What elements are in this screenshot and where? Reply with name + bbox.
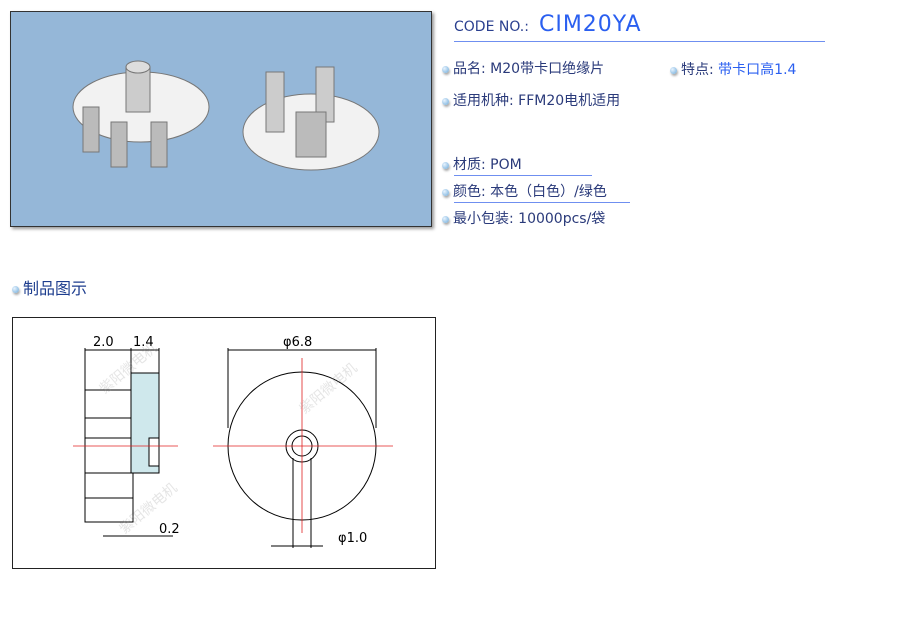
dim-0-2: 0.2 [159, 522, 180, 537]
bullet-icon [442, 97, 449, 105]
code-value: CIM20YA [538, 12, 642, 37]
code-label: CODE NO.: [454, 19, 529, 35]
spec-name: 品名: M20带卡口绝缘片 [442, 58, 604, 78]
dim-1-4: 1.4 [133, 335, 154, 350]
dim-inner-diameter: φ1.0 [338, 531, 367, 546]
divider [454, 175, 592, 176]
drawing-svg: 2.0 1.4 0.2 φ6.8 φ1.0 [73, 335, 393, 548]
divider [454, 202, 630, 203]
insulator-render [72, 60, 380, 171]
bullet-icon [670, 66, 677, 74]
bullet-icon [442, 188, 449, 196]
divider [454, 41, 825, 42]
technical-drawing: 2.0 1.4 0.2 φ6.8 φ1.0 紫阳微电机 紫阳微电机 紫阳微电机 [12, 317, 436, 569]
dim-2-0: 2.0 [93, 335, 114, 350]
bullet-icon [442, 161, 449, 169]
spec-feature: 特点: 带卡口高1.4 [670, 59, 796, 79]
product-photo [10, 11, 432, 227]
bullet-icon [442, 65, 449, 73]
spec-material: 材质: POM [442, 154, 522, 174]
spec-color: 颜色: 本色（白色）/绿色 [442, 181, 607, 201]
spec-model: 适用机种: FFM20电机适用 [442, 90, 620, 110]
spec-packing: 最小包装: 10000pcs/袋 [442, 208, 605, 228]
dim-outer-diameter: φ6.8 [283, 335, 312, 350]
bullet-icon [442, 215, 449, 223]
section-title: 制品图示 [12, 275, 87, 299]
code-number: CODE NO.: CIM20YA [454, 12, 642, 37]
bullet-icon [12, 286, 19, 293]
